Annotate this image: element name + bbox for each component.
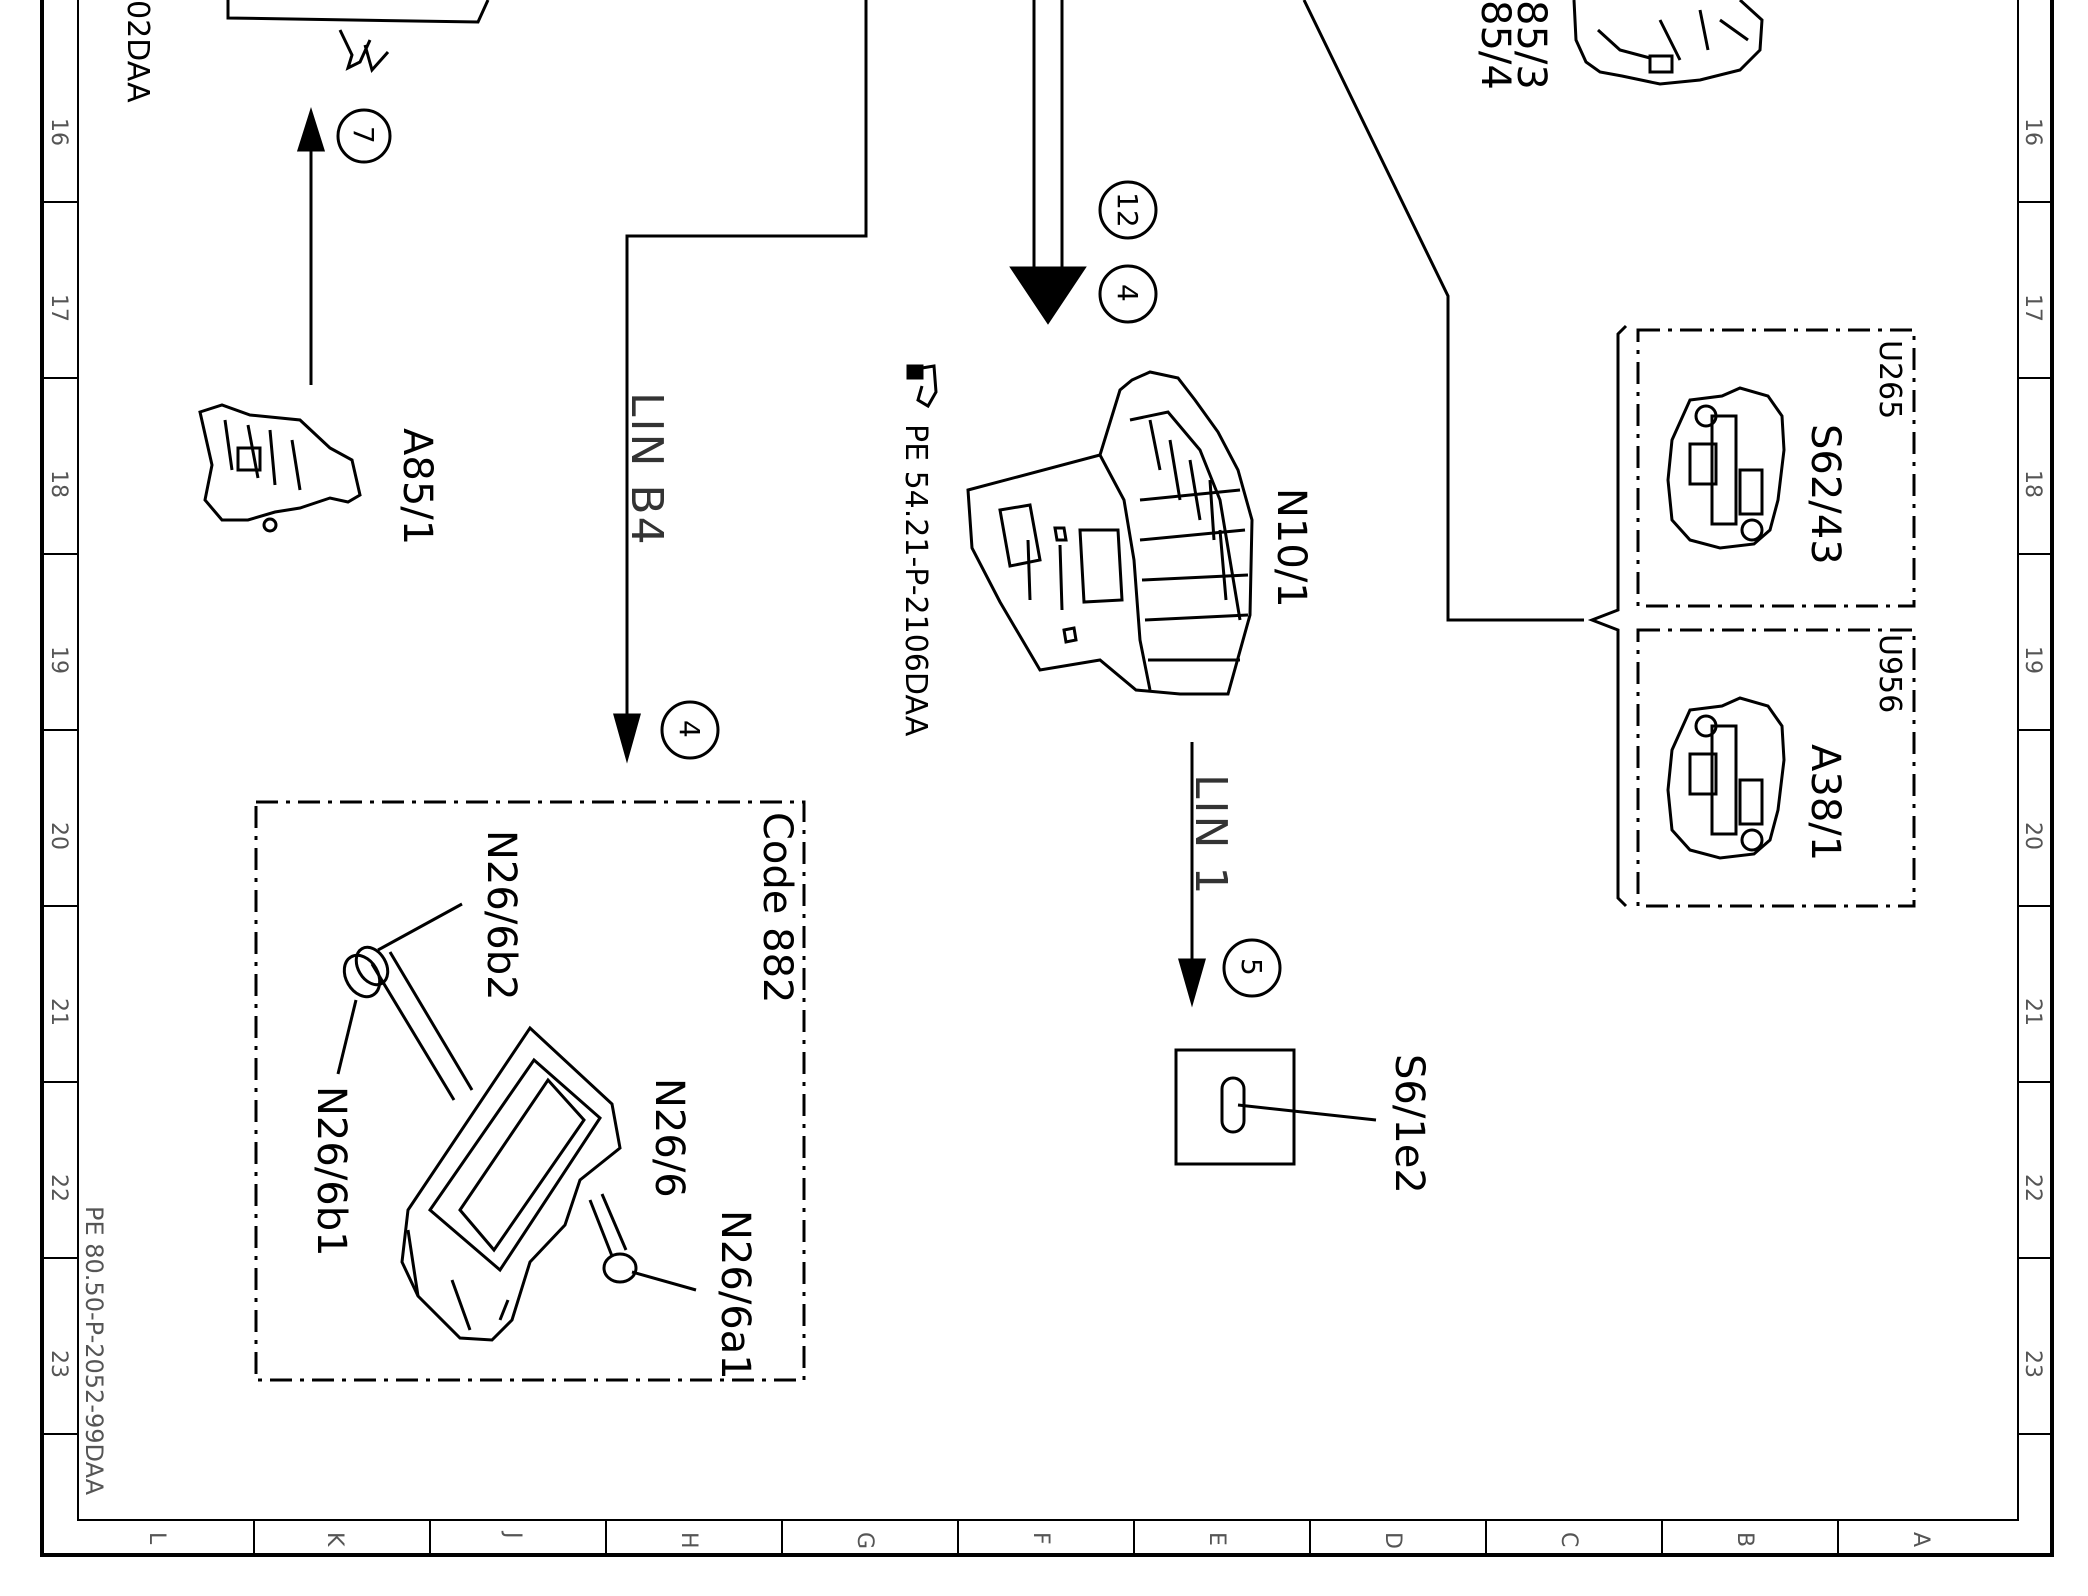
grid-ticks (42, 201, 2052, 1555)
column-letter: J (500, 1530, 525, 1539)
row-number: 22 (2020, 1174, 2045, 1202)
n10-1-component (966, 370, 1254, 696)
label-n26-6b1: N26/6b1 (308, 1086, 354, 1257)
column-letter: C (1556, 1532, 1581, 1547)
u956-variant-box (1636, 628, 1916, 908)
arrow-a85-to-module (296, 107, 326, 385)
label-s62-43: S62/43 (1802, 424, 1848, 565)
callout-4-upper: 4 (1098, 264, 1158, 324)
code-882-box (254, 800, 806, 1382)
column-letter: L (144, 1532, 169, 1545)
row-number: 17 (2020, 294, 2045, 322)
label-top-ref-partial: 02DAA (120, 0, 155, 103)
row-number: 19 (2020, 646, 2045, 674)
label-lin-b4: LIN B4 (621, 392, 672, 547)
callout-4-lower: 4 (660, 700, 720, 760)
label-n10-1: N10/1 (1268, 488, 1314, 608)
a85-1-component (198, 403, 362, 533)
row-number: 18 (46, 470, 71, 498)
label-pe-reference: PE 54.21-P-2106DAA (898, 424, 933, 737)
svg-text:12: 12 (1111, 192, 1144, 228)
row-number: 23 (46, 1350, 71, 1378)
sheet-frame (40, 0, 2054, 1557)
wire-to-variants (1302, 0, 1628, 908)
label-n26-6b2: N26/6b2 (478, 830, 524, 1001)
row-number: 21 (46, 998, 71, 1026)
label-sheet-reference: PE 80.50-P-2052-99DAA (80, 1206, 108, 1496)
label-a38-1: A38/1 (1802, 744, 1848, 861)
grid-row-numbers-left: 16 17 18 19 20 21 22 23 (46, 118, 71, 1378)
grid-row-numbers-right: 16 17 18 19 20 21 22 23 (2020, 118, 2045, 1378)
top-left-module-partial (226, 0, 490, 74)
row-number: 19 (46, 646, 71, 674)
label-u265: U265 (1872, 340, 1907, 419)
callout-12: 12 (1098, 180, 1158, 240)
u265-variant-box (1636, 328, 1916, 608)
label-n26-6a1: N26/6a1 (712, 1210, 758, 1380)
label-s6-1e2: S6/1e2 (1386, 1054, 1432, 1194)
grid-column-letters: L K J H G F E D C B A (144, 1530, 1933, 1549)
column-letter: E (1204, 1532, 1229, 1546)
row-number: 22 (46, 1174, 71, 1202)
label-u956: U956 (1872, 634, 1907, 713)
label-top-right-b: 85/4 (1472, 0, 1518, 90)
n26-6-component (336, 902, 697, 1342)
s6-1e2-component (1174, 1048, 1377, 1166)
svg-text:4: 4 (673, 720, 706, 738)
svg-text:5: 5 (1235, 958, 1268, 976)
label-n26-6: N26/6 (646, 1078, 692, 1198)
column-letter: K (322, 1532, 347, 1547)
svg-text:7: 7 (347, 126, 380, 144)
wire-lin-b4 (613, 0, 868, 764)
row-number: 20 (46, 822, 71, 850)
wire-lin-1 (1178, 742, 1206, 1008)
top-right-component-partial (1572, 0, 1764, 86)
label-top-right-a: 85/3 (1508, 0, 1554, 90)
column-letter: A (1908, 1532, 1933, 1547)
label-a85-1: A85/1 (394, 428, 440, 545)
row-number: 23 (2020, 1350, 2045, 1378)
callout-7: 7 (336, 108, 392, 164)
label-lin-1: LIN 1 (1185, 774, 1236, 896)
row-number: 16 (2020, 118, 2045, 146)
column-letter: B (1732, 1532, 1757, 1547)
double-wire-to-n10-1 (1009, 0, 1087, 325)
row-number: 20 (2020, 822, 2045, 850)
column-letter: H (676, 1532, 701, 1549)
row-number: 16 (46, 118, 71, 146)
row-number: 18 (2020, 470, 2045, 498)
row-number: 17 (46, 294, 71, 322)
svg-text:4: 4 (1111, 284, 1144, 302)
column-letter: G (852, 1532, 877, 1549)
callout-5: 5 (1222, 938, 1282, 998)
row-number: 21 (2020, 998, 2045, 1026)
column-letter: F (1028, 1532, 1053, 1545)
hand-pointer-icon (906, 364, 938, 409)
column-letter: D (1380, 1532, 1405, 1549)
label-code-882: Code 882 (754, 812, 800, 1003)
